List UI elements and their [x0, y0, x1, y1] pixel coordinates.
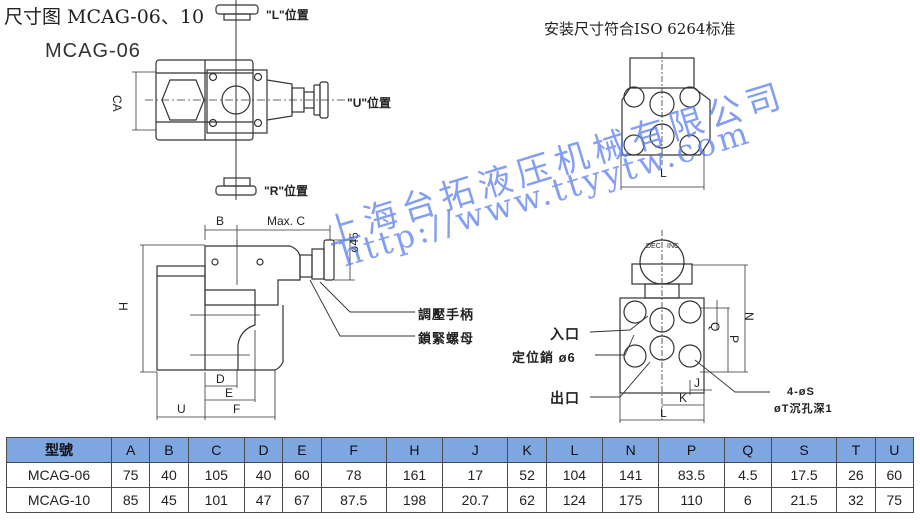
- front-view-drawing: [140, 225, 415, 420]
- table-cell: 6: [723, 487, 772, 513]
- dim-l-bottom: L: [660, 406, 667, 420]
- table-cell: 67: [282, 487, 322, 513]
- table-cell: 87.5: [320, 487, 387, 513]
- callout-holes-1: 4-øS: [787, 386, 815, 398]
- dim-ca: CA: [110, 95, 124, 112]
- dim-max-c: Max. C: [267, 214, 306, 228]
- dim-u: U: [177, 402, 186, 416]
- standard-note: 安装尺寸符合ISO 6264标准: [544, 20, 736, 38]
- col-header: P: [658, 437, 725, 463]
- top-view-drawing: [620, 52, 711, 190]
- table-cell: MCAG-06: [6, 462, 112, 488]
- table-cell: 101: [187, 487, 245, 513]
- callout-adjust-handle: 調壓手柄: [418, 307, 475, 322]
- table-row: MCAG-10 85 45 101 47 67 87.5 198 20.7 62…: [6, 487, 915, 513]
- dim-l-top: L: [660, 166, 667, 180]
- table-cell: 78: [320, 462, 387, 488]
- col-header: 型號: [6, 437, 112, 463]
- dim-n: N: [742, 312, 756, 321]
- callout-locating-pin: 定位銷 ø6: [512, 350, 576, 365]
- spec-table: 型號 A B C D E F H J K L N P Q S T U MCAG-…: [6, 437, 915, 513]
- callout-inlet: 入口: [550, 326, 580, 342]
- dim-p: P: [727, 335, 741, 344]
- table-cell: 141: [602, 462, 660, 488]
- model-label: MCAG-06: [45, 40, 141, 62]
- col-header: C: [187, 437, 245, 463]
- dim-b: B: [216, 214, 225, 228]
- dim-e: E: [225, 386, 234, 400]
- table-cell: 110: [658, 487, 725, 513]
- table-cell: 47: [243, 487, 284, 513]
- col-header: N: [602, 437, 660, 463]
- col-header: J: [442, 437, 509, 463]
- col-header: H: [385, 437, 444, 463]
- table-cell: 85: [110, 487, 151, 513]
- dim-j: J: [694, 376, 700, 390]
- col-header: Q: [723, 437, 772, 463]
- table-cell: 60: [282, 462, 322, 488]
- col-header: S: [770, 437, 838, 463]
- position-u-label: "U"位置: [347, 96, 392, 110]
- side-view-drawing: [132, 0, 345, 200]
- table-cell: MCAG-10: [6, 487, 112, 513]
- table-cell: 75: [110, 462, 151, 488]
- col-header: F: [320, 437, 387, 463]
- table-cell: 75: [874, 487, 915, 513]
- table-cell: 60: [874, 462, 915, 488]
- table-cell: 52: [507, 462, 547, 488]
- table-cell: 105: [187, 462, 245, 488]
- col-header: T: [836, 437, 876, 463]
- table-cell: 161: [385, 462, 444, 488]
- position-l-label: "L"位置: [266, 8, 309, 22]
- col-header: K: [507, 437, 547, 463]
- label-dec: DEC: [646, 243, 661, 250]
- table-cell: 175: [602, 487, 660, 513]
- table-cell: 20.7: [442, 487, 509, 513]
- table-cell: 45: [149, 487, 189, 513]
- col-header: D: [243, 437, 284, 463]
- col-header: E: [282, 437, 322, 463]
- col-header: A: [110, 437, 151, 463]
- table-cell: 26: [836, 462, 876, 488]
- table-cell: 198: [385, 487, 444, 513]
- col-header: B: [149, 437, 189, 463]
- drawing-title: 尺寸图 MCAG-06、10: [4, 6, 205, 28]
- table-cell: 21.5: [770, 487, 838, 513]
- table-cell: 62: [507, 487, 547, 513]
- position-r-label: "R"位置: [264, 184, 309, 198]
- table-row: MCAG-06 75 40 105 40 60 78 161 17 52 104…: [6, 462, 915, 488]
- label-inc: INC: [667, 243, 680, 250]
- table-cell: 83.5: [658, 462, 725, 488]
- col-header: L: [545, 437, 604, 463]
- table-cell: 32: [836, 487, 876, 513]
- callout-holes-2: øT沉孔深1: [774, 403, 833, 415]
- table-cell: 104: [545, 462, 604, 488]
- table-cell: 40: [149, 462, 189, 488]
- table-cell: 40: [243, 462, 284, 488]
- callout-lock-nut: 鎖緊螺母: [418, 331, 475, 346]
- table-cell: 17: [442, 462, 509, 488]
- col-header: U: [874, 437, 915, 463]
- table-cell: 17.5: [770, 462, 838, 488]
- dim-q: Q: [708, 322, 722, 332]
- table-cell: 124: [545, 487, 604, 513]
- dim-d: D: [216, 372, 225, 386]
- dim-k: K: [679, 391, 688, 405]
- dim-h: H: [116, 302, 130, 311]
- table-cell: 4.5: [723, 462, 772, 488]
- dim-f: F: [233, 402, 241, 416]
- callout-outlet: 出口: [550, 390, 580, 406]
- bottom-view-drawing: [589, 230, 770, 423]
- table-header-row: 型號 A B C D E F H J K L N P Q S T U: [6, 437, 915, 463]
